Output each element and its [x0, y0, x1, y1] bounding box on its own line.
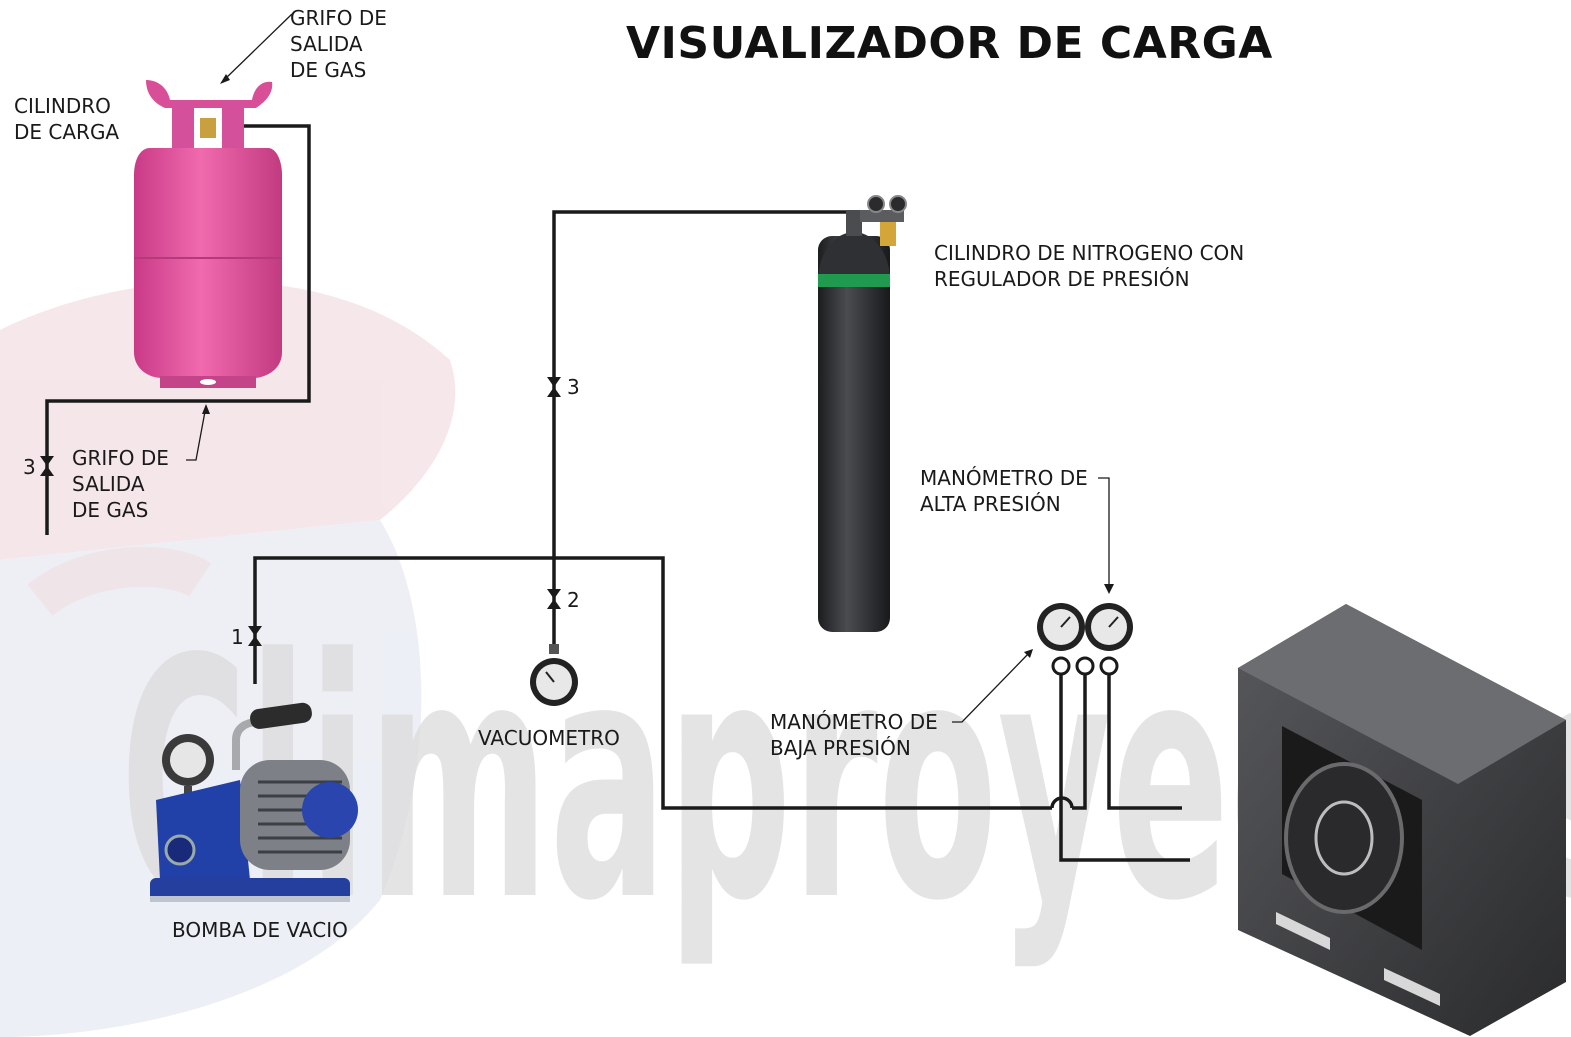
page-title: VISUALIZADOR DE CARGA [626, 18, 1273, 69]
label-baja-presion: MANÓMETRO DE BAJA PRESIÓN [770, 710, 938, 760]
label-nitrogeno: CILINDRO DE NITROGENO CON REGULADOR DE P… [934, 241, 1245, 291]
label-grifo-bottom: GRIFO DE SALIDA DE GAS [72, 446, 169, 522]
outdoor-unit [1238, 604, 1566, 1036]
valve-mid-top-number: 3 [567, 375, 580, 399]
high-pressure-gauge [1085, 603, 1133, 676]
charging-cylinder [134, 80, 282, 388]
valve-left[interactable] [40, 456, 54, 476]
pipe-lines [45, 124, 1190, 862]
low-pressure-gauge [1037, 603, 1085, 676]
valve-pump-number: 1 [231, 625, 244, 649]
vacuum-pump [150, 702, 358, 902]
label-cilindro-carga: CILINDRO DE CARGA [14, 94, 120, 144]
leader-lines [186, 13, 1110, 723]
label-alta-presion: MANÓMETRO DE ALTA PRESIÓN [920, 466, 1088, 516]
label-vacuometro: VACUOMETRO [478, 726, 620, 750]
valve-mid-top[interactable] [547, 377, 561, 397]
valve-mid-bottom-number: 2 [567, 588, 580, 612]
label-grifo-top: GRIFO DE SALIDA DE GAS [290, 6, 387, 82]
leader-arrowheads [202, 74, 1114, 658]
manifold-center-port [1075, 656, 1095, 676]
label-bomba: BOMBA DE VACIO [172, 918, 348, 942]
valve-mid-bottom[interactable] [547, 589, 561, 609]
valve-pump[interactable] [248, 626, 262, 646]
nitrogen-cylinder [818, 195, 907, 632]
vacuometer-gauge [530, 644, 578, 706]
watermark-logo [0, 281, 456, 1037]
valve-left-number: 3 [23, 455, 36, 479]
